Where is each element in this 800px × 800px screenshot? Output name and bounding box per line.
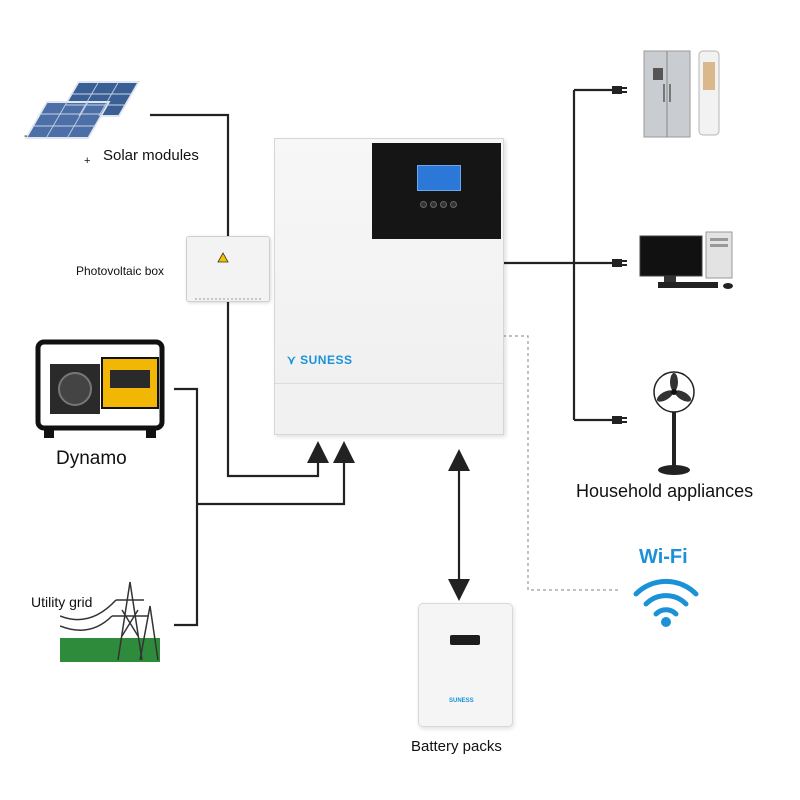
inverter-base xyxy=(275,383,503,434)
brand-logo-icon: ⋎ xyxy=(287,353,297,367)
dynamo-label: Dynamo xyxy=(56,448,127,469)
lcd-screen xyxy=(417,165,461,191)
plug-icon xyxy=(612,86,627,424)
battery-display xyxy=(450,635,480,645)
fan-icon xyxy=(652,370,696,476)
wifi-icon xyxy=(630,572,702,628)
solar-wire xyxy=(150,113,329,478)
battery-icon: SUNESS xyxy=(418,603,513,727)
solar-panel-icon xyxy=(22,76,152,156)
refrigerator-icon xyxy=(643,50,691,138)
battery-brand: SUNESS xyxy=(449,698,474,704)
desktop-computer-icon xyxy=(638,230,738,292)
inverter-button xyxy=(450,201,457,208)
inverter-button xyxy=(440,201,447,208)
dynamo-wire xyxy=(174,387,199,627)
inverter-button xyxy=(420,201,427,208)
inverter-display-panel xyxy=(372,143,501,239)
inverter-icon: ⋎ SUNESS xyxy=(274,138,504,435)
pv-box-label: Photovoltaic box xyxy=(76,264,165,278)
inverter-button xyxy=(430,201,437,208)
inverter-brand: ⋎ SUNESS xyxy=(287,353,353,367)
wifi-label: Wi-Fi xyxy=(639,546,688,568)
wifi-dashed-wire xyxy=(503,335,620,591)
household-appliances-label: Household appliances xyxy=(576,481,754,501)
battery-packs-label: Battery packs xyxy=(411,738,502,755)
grid-to-inverter-wire xyxy=(197,441,355,506)
solar-minus-label: - xyxy=(24,130,28,142)
pv-combiner-box-icon xyxy=(186,236,270,309)
generator-icon xyxy=(30,334,170,442)
solar-plus-label: + xyxy=(84,155,91,167)
air-conditioner-icon xyxy=(698,50,720,136)
solar-modules-label: Solar modules xyxy=(103,147,199,164)
power-tower-icon xyxy=(59,576,160,662)
utility-grid-label: Utility grid xyxy=(31,594,93,610)
